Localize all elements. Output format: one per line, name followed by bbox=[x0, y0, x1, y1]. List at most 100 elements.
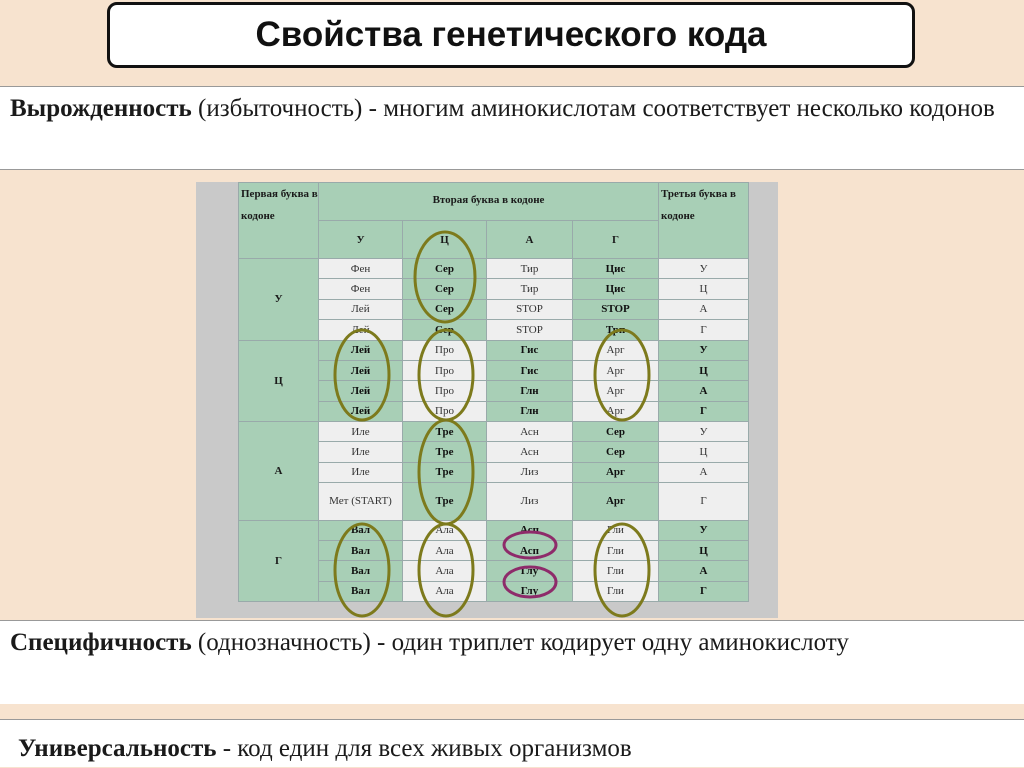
first-letter-1: Ц bbox=[238, 339, 319, 422]
codon-cell: Гли bbox=[572, 519, 659, 541]
codon-cell: Гис bbox=[486, 359, 573, 382]
title-box: Свойства генетического кода bbox=[107, 2, 915, 68]
degeneracy-desc: (избыточность) - многим аминокислотам со… bbox=[198, 95, 995, 122]
second-letter-1: Ц bbox=[402, 220, 487, 260]
codon-cell: Сер bbox=[402, 319, 487, 341]
third-letter-cell: Ц bbox=[658, 539, 749, 562]
third-letter-cell: У bbox=[658, 519, 749, 541]
codon-cell: Лиз bbox=[486, 461, 573, 484]
codon-cell: Вал bbox=[318, 580, 403, 603]
universality-section: Универсальность - код един для всех живы… bbox=[0, 719, 1024, 767]
codon-cell: Тир bbox=[486, 278, 573, 300]
first-letter-2: А bbox=[238, 420, 319, 521]
codon-cell: Арг bbox=[572, 400, 659, 422]
third-letter-cell: А bbox=[658, 380, 749, 402]
codon-cell: Глу bbox=[486, 560, 573, 582]
codon-cell: Тре bbox=[402, 461, 487, 484]
codon-cell: Глн bbox=[486, 400, 573, 422]
codon-cell: Про bbox=[402, 400, 487, 422]
third-letter-cell: Г bbox=[658, 482, 749, 521]
codon-cell: Арг bbox=[572, 482, 659, 521]
codon-cell: Лиз bbox=[486, 482, 573, 521]
third-letter-cell: У bbox=[658, 339, 749, 361]
first-letter-header: Первая буква в кодоне bbox=[238, 181, 319, 260]
codon-cell: Арг bbox=[572, 339, 659, 361]
specificity-term: Специфичность bbox=[10, 629, 192, 656]
specificity-desc: (однозначность) - один триплет кодирует … bbox=[197, 629, 849, 656]
codon-cell: Ала bbox=[402, 580, 487, 603]
codon-cell: STOP bbox=[486, 319, 573, 341]
codon-cell: Иле bbox=[318, 461, 403, 484]
codon-cell: Вал bbox=[318, 560, 403, 582]
codon-cell: Лей bbox=[318, 298, 403, 321]
codon-cell: Лей bbox=[318, 380, 403, 402]
universality-desc: - код един для всех живых организмов bbox=[222, 735, 632, 762]
codon-cell: Ала bbox=[402, 519, 487, 541]
codon-cell: Асп bbox=[486, 519, 573, 541]
codon-cell: Глу bbox=[486, 580, 573, 603]
second-letter-3: Г bbox=[572, 220, 659, 260]
universality-term: Универсальность bbox=[18, 735, 217, 762]
third-letter-cell: У bbox=[658, 420, 749, 443]
third-letter-cell: Ц bbox=[658, 359, 749, 382]
codon-cell: Иле bbox=[318, 441, 403, 463]
second-letter-2: А bbox=[486, 220, 573, 260]
first-letter-0: У bbox=[238, 258, 319, 341]
codon-cell: Асн bbox=[486, 441, 573, 463]
codon-cell: Асп bbox=[486, 539, 573, 562]
codon-cell: Фен bbox=[318, 258, 403, 280]
codon-cell: Ала bbox=[402, 539, 487, 562]
third-letter-cell: А bbox=[658, 560, 749, 582]
codon-cell: Иле bbox=[318, 420, 403, 443]
codon-cell: Сер bbox=[572, 441, 659, 463]
codon-cell: Лей bbox=[318, 339, 403, 361]
degeneracy-term: Вырожденность bbox=[10, 95, 192, 122]
codon-cell: Гли bbox=[572, 539, 659, 562]
codon-cell: Гли bbox=[572, 580, 659, 603]
third-letter-cell: Г bbox=[658, 400, 749, 422]
codon-cell: Про bbox=[402, 359, 487, 382]
codon-cell: Лей bbox=[318, 319, 403, 341]
codon-cell: Сер bbox=[572, 420, 659, 443]
third-letter-cell: А bbox=[658, 461, 749, 484]
codon-cell: Про bbox=[402, 339, 487, 361]
third-letter-cell: Ц bbox=[658, 441, 749, 463]
codon-cell: Вал bbox=[318, 519, 403, 541]
codon-cell: Тре bbox=[402, 441, 487, 463]
third-letter-cell: Г bbox=[658, 580, 749, 603]
codon-cell: Гли bbox=[572, 560, 659, 582]
degeneracy-section: Вырожденность (избыточность) - многим ам… bbox=[0, 86, 1024, 170]
codon-cell: Цис bbox=[572, 258, 659, 280]
codon-cell: Сер bbox=[402, 278, 487, 300]
codon-cell: Тре bbox=[402, 482, 487, 521]
codon-cell: Про bbox=[402, 380, 487, 402]
codon-cell: STOP bbox=[486, 298, 573, 321]
second-letter-0: У bbox=[318, 220, 403, 260]
third-letter-cell: У bbox=[658, 258, 749, 280]
codon-cell: Асн bbox=[486, 420, 573, 443]
codon-cell: Цис bbox=[572, 278, 659, 300]
third-letter-cell: Г bbox=[658, 319, 749, 341]
specificity-section: Специфичность (однозначность) - один три… bbox=[0, 620, 1024, 704]
codon-cell: Сер bbox=[402, 298, 487, 321]
codon-cell: Сер bbox=[402, 258, 487, 280]
codon-cell: Фен bbox=[318, 278, 403, 300]
codon-cell: Арг bbox=[572, 380, 659, 402]
codon-cell: Арг bbox=[572, 461, 659, 484]
codon-cell: Ала bbox=[402, 560, 487, 582]
codon-cell: Вал bbox=[318, 539, 403, 562]
second-letter-header: Вторая буква в кодоне bbox=[318, 181, 659, 222]
third-letter-cell: Ц bbox=[658, 278, 749, 300]
page-title: Свойства генетического кода bbox=[255, 15, 767, 54]
codon-cell: Гис bbox=[486, 339, 573, 361]
codon-cell: Тир bbox=[486, 258, 573, 280]
codon-cell: Мет (START) bbox=[318, 482, 403, 521]
codon-cell: Тре bbox=[402, 420, 487, 443]
codon-cell: Глн bbox=[486, 380, 573, 402]
